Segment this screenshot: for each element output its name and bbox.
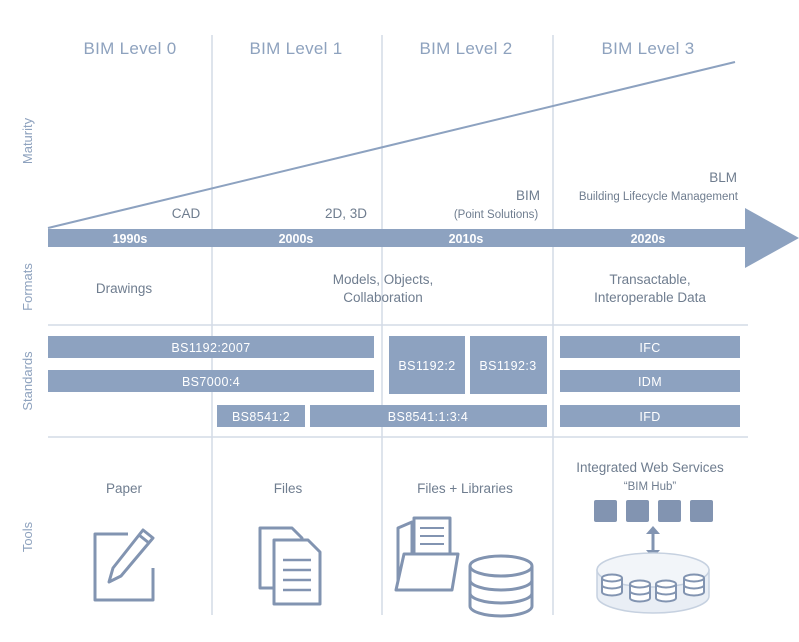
standards-label: Standards: [20, 351, 35, 411]
standard-ifc: IFC: [639, 341, 660, 355]
standard-idm: IDM: [638, 375, 662, 389]
paper-pencil-icon: [93, 528, 155, 602]
decade-2020s: 2020s: [631, 232, 666, 246]
service-box-2: [626, 500, 649, 522]
level-1-heading: BIM Level 1: [249, 39, 342, 58]
tool-web-services-label: Integrated Web Services: [576, 460, 724, 475]
standards-bars: [48, 336, 740, 427]
tool-bim-hub-label: “BIM Hub”: [624, 481, 677, 493]
decade-2000s: 2000s: [279, 232, 314, 246]
standard-bs7000: BS7000:4: [182, 375, 240, 389]
cad-label: CAD: [172, 206, 201, 221]
database-icon: [468, 554, 534, 618]
bar-bs1192-3: [470, 336, 547, 394]
decade-2010s: 2010s: [449, 232, 484, 246]
service-box-4: [690, 500, 713, 522]
bar-ifd: [560, 405, 740, 427]
building-lifecycle-management-label: Building Lifecycle Management: [579, 191, 739, 203]
service-boxes: [594, 500, 713, 522]
format-transactable-line1: Transactable,: [609, 272, 690, 287]
hub-db-2-icon: [629, 579, 651, 603]
hub-databases: [601, 573, 705, 603]
service-box-1: [594, 500, 617, 522]
maturity-slope-line: [47, 61, 736, 229]
format-transactable-line2: Interoperable Data: [594, 290, 706, 305]
hub-db-1-icon: [601, 573, 623, 597]
bar-idm: [560, 370, 740, 392]
standard-ifd: IFD: [639, 410, 660, 424]
tool-paper-label: Paper: [106, 481, 143, 496]
standard-bs1192-2007: BS1192:2007: [171, 341, 250, 355]
decade-1990s: 1990s: [113, 232, 148, 246]
bar-bs1192-2: [389, 336, 465, 394]
bar-ifc: [560, 336, 740, 358]
timeline-arrow: [48, 208, 799, 268]
format-drawings: Drawings: [96, 281, 153, 296]
standard-bs1192-2: BS1192:2: [398, 359, 455, 373]
blm-label: BLM: [709, 170, 737, 185]
maturity-label: Maturity: [20, 117, 35, 164]
tool-files-label: Files: [274, 481, 303, 496]
bim-label: BIM: [516, 188, 540, 203]
hub-db-4-icon: [683, 573, 705, 597]
hub-platform-icon: [596, 552, 710, 614]
2d-3d-label: 2D, 3D: [325, 206, 367, 221]
bar-bs7000: [48, 370, 374, 392]
row-separators: [48, 324, 748, 438]
bar-bs8541-134: [310, 405, 547, 427]
format-models-line1: Models, Objects,: [333, 272, 434, 287]
bar-bs1192-2007: [48, 336, 374, 358]
point-solutions-label: (Point Solutions): [454, 209, 539, 221]
folder-icon: [394, 516, 460, 592]
bar-bs8541-2: [217, 405, 305, 427]
hub-db-3-icon: [655, 579, 677, 603]
files-icon: [258, 526, 322, 606]
format-models-line2: Collaboration: [343, 290, 423, 305]
level-3-heading: BIM Level 3: [601, 39, 694, 58]
level-2-heading: BIM Level 2: [419, 39, 512, 58]
standard-bs8541-2: BS8541:2: [232, 410, 290, 424]
level-0-heading: BIM Level 0: [83, 39, 176, 58]
standard-bs8541-134: BS8541:1:3:4: [388, 410, 469, 424]
service-box-3: [658, 500, 681, 522]
formats-label: Formats: [20, 263, 35, 311]
tool-files-libraries-label: Files + Libraries: [417, 481, 513, 496]
standard-bs1192-3: BS1192:3: [479, 359, 536, 373]
tools-label: Tools: [20, 521, 35, 552]
